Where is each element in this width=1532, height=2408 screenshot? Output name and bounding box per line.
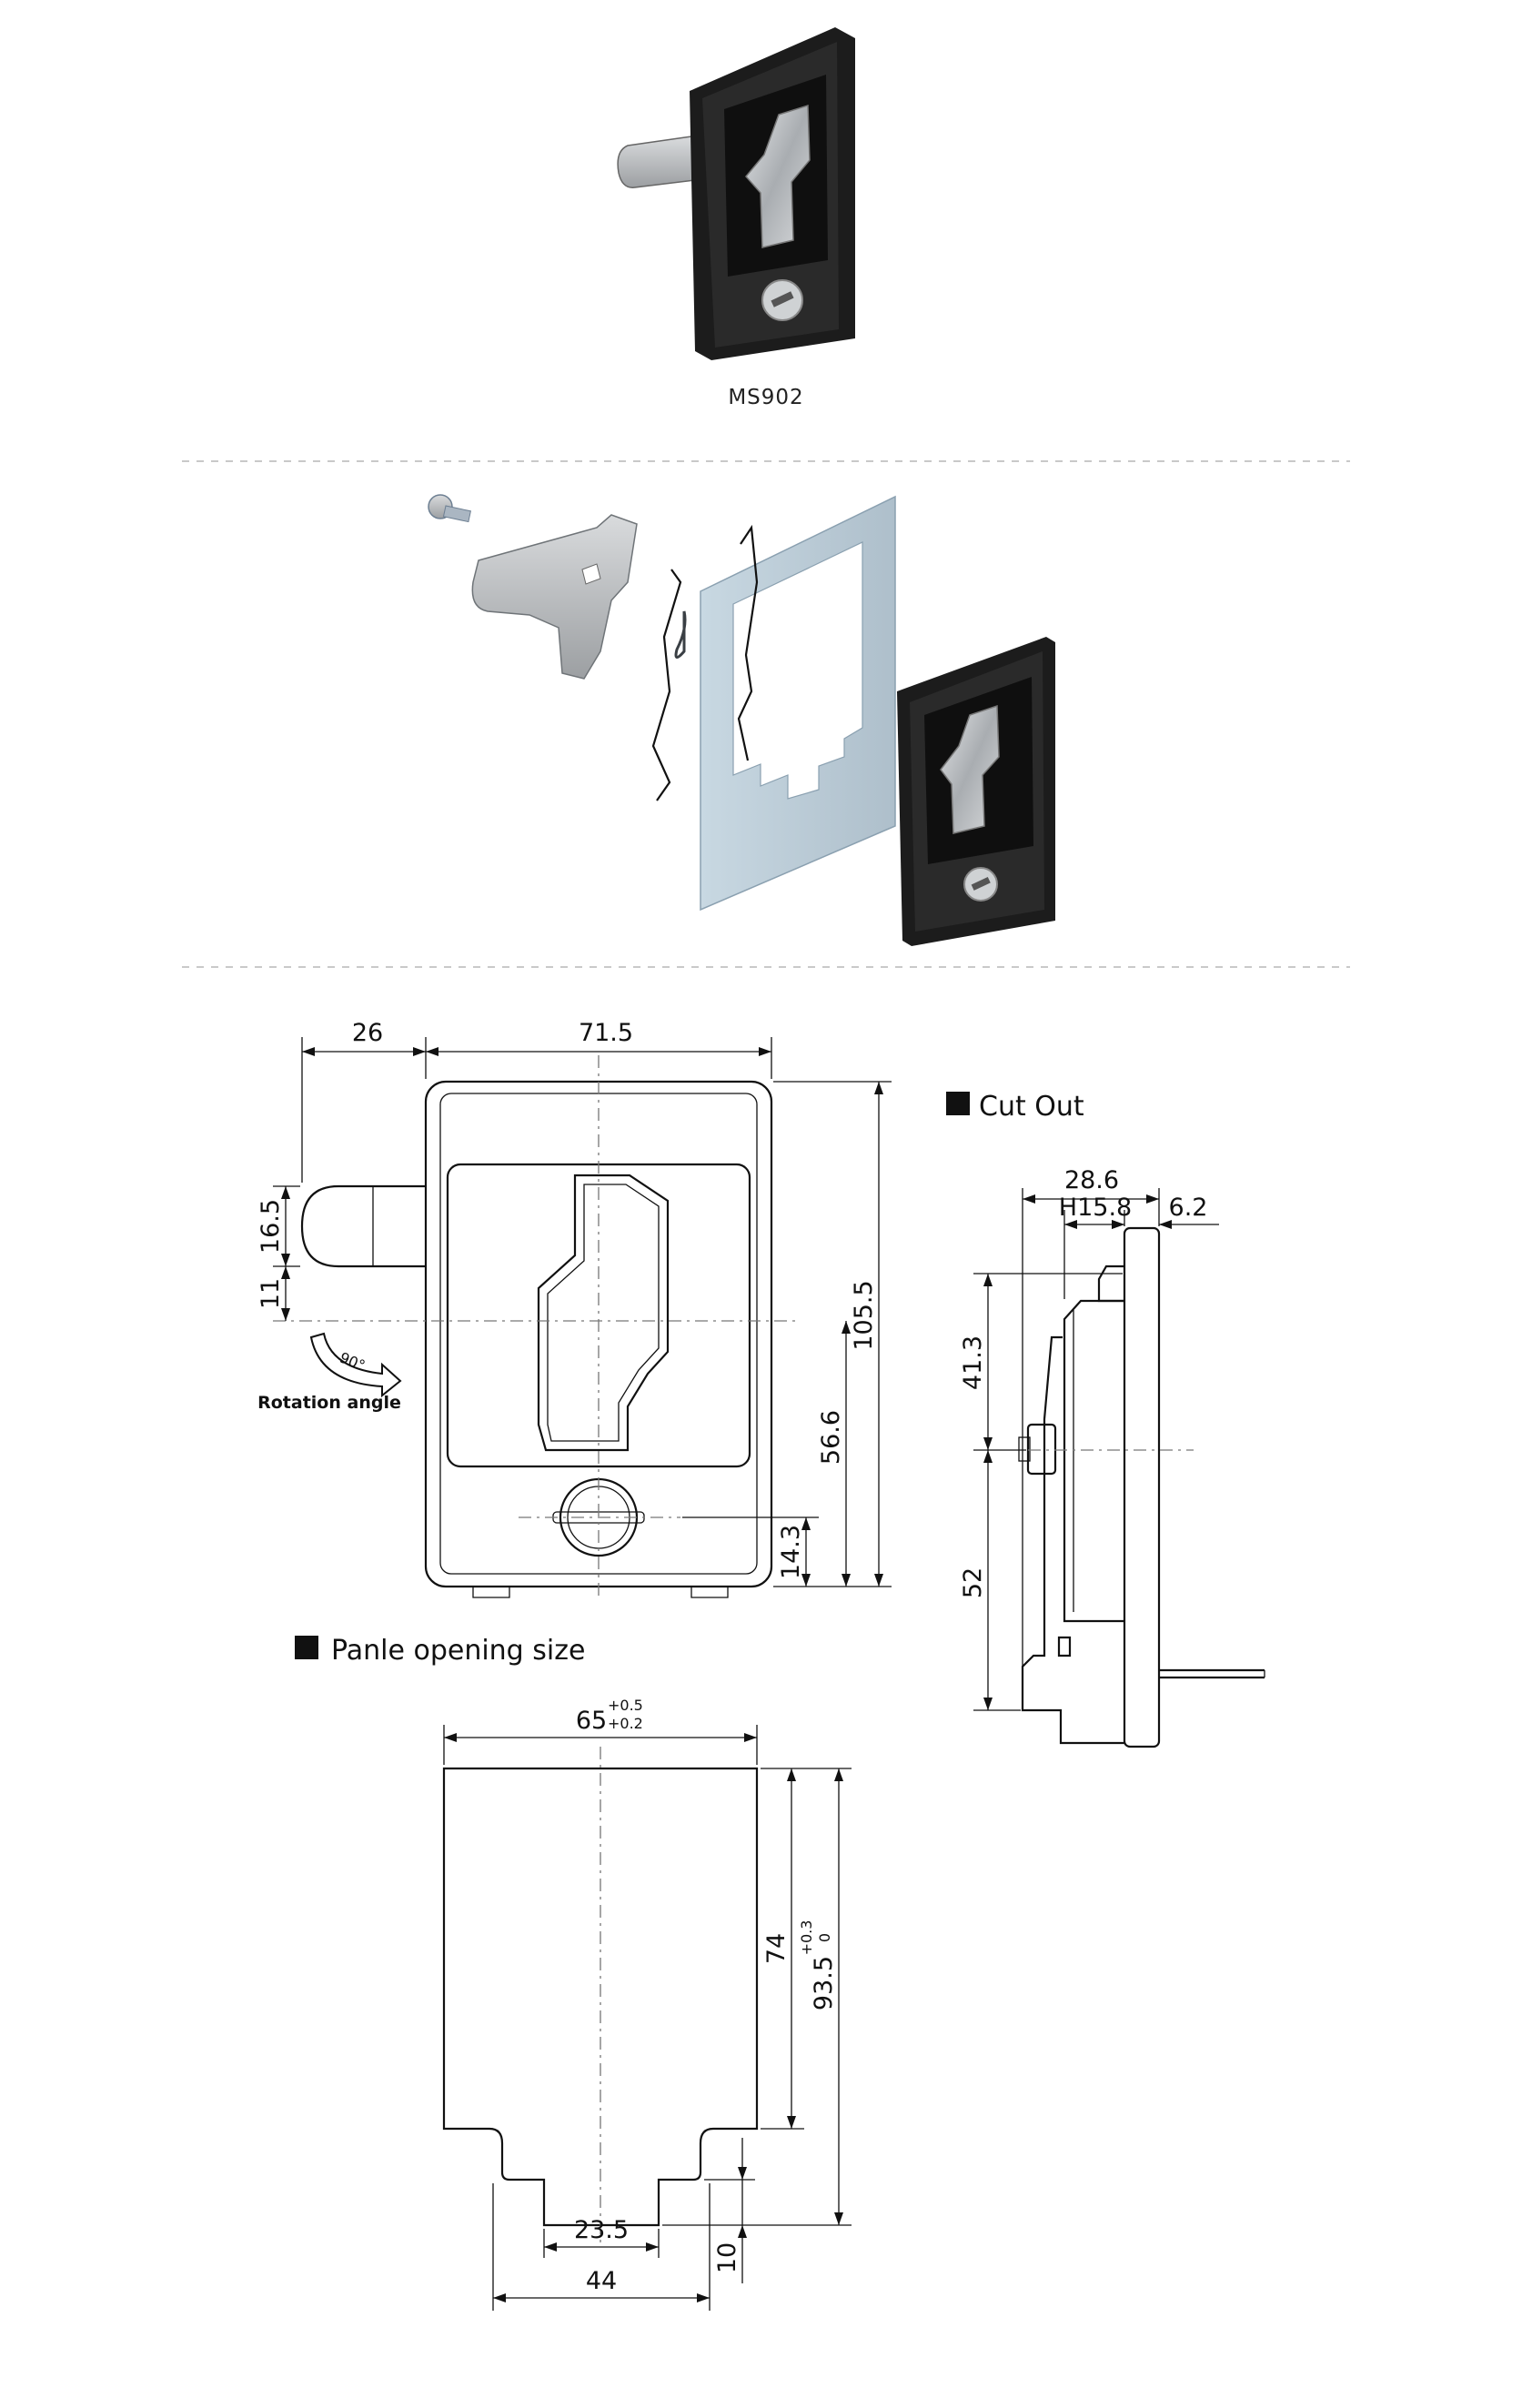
- screw-part: [428, 494, 471, 523]
- dim-overall-height: 105.5: [850, 1280, 878, 1350]
- panel-opening-bullet: [295, 1636, 318, 1659]
- dim-center-to-bottom: 56.6: [817, 1410, 845, 1465]
- dim-overall-depth: 28.6: [1064, 1166, 1119, 1194]
- panel-opening-heading: Panle opening size: [331, 1635, 585, 1667]
- panel-cutout: [732, 541, 863, 800]
- dim-height-tol-lower: 0: [816, 1933, 833, 1942]
- recess-outline: [446, 1163, 751, 1468]
- rotation-arrow-icon: 90°: [309, 1332, 402, 1398]
- product-photo: [617, 27, 855, 360]
- handle-lever-exploded: [940, 704, 1000, 834]
- dim-body-depth: H15.8: [1059, 1194, 1132, 1222]
- dim-opening-upper-height: 74: [762, 1933, 791, 1964]
- dim-overall-width: 71.5: [579, 1019, 633, 1047]
- model-label: MS902: [728, 386, 803, 409]
- spring-clip-right: [737, 524, 759, 761]
- exploded-view: [428, 494, 1055, 946]
- dim-width-tol-lower: +0.2: [608, 1715, 643, 1732]
- dim-bolt-height: 16.5: [257, 1199, 285, 1254]
- dim-bolt-offset: 11: [257, 1278, 285, 1309]
- handle-outline: [537, 1174, 670, 1452]
- cam-plate-part: [471, 514, 638, 680]
- front-view-drawing: 26 71.5 16.5 11 105.5 56.6 14.3 90° Rota…: [257, 1019, 892, 1601]
- body-side-outline: [1063, 1299, 1124, 1623]
- bolt-outline: [300, 1184, 426, 1268]
- cut-out-heading: Cut Out: [979, 1091, 1084, 1123]
- dim-opening-total-height: 93.5: [810, 1956, 838, 2010]
- panel-opening-section: Panle opening size 65 +0.5 +0.2 74 93.5 …: [295, 1635, 852, 2311]
- dim-notch-width: 23.5: [574, 2216, 629, 2244]
- spring-clip-left: [651, 569, 682, 801]
- handle-lever: [745, 104, 811, 248]
- dim-opening-width: 65: [576, 1707, 607, 1735]
- latch-tongue: [617, 136, 711, 188]
- dim-step-width: 44: [586, 2267, 617, 2295]
- dim-height-tol-upper: +0.3: [798, 1920, 815, 1956]
- dim-notch-depth: 10: [713, 2242, 741, 2273]
- dim-bolt-extension: 26: [352, 1019, 383, 1047]
- dim-width-tol-upper: +0.5: [608, 1697, 643, 1714]
- dim-key-to-bottom: 14.3: [777, 1525, 805, 1579]
- opening-outline: [442, 1767, 759, 2227]
- dim-flange: 6.2: [1169, 1194, 1208, 1222]
- rotation-caption: Rotation angle: [257, 1393, 401, 1413]
- key-profile: [1026, 1423, 1057, 1476]
- dim-upper-height: 41.3: [959, 1335, 987, 1390]
- flange-outline: [1123, 1226, 1161, 1748]
- dim-lower-height: 52: [959, 1567, 987, 1598]
- cut-out-section: Cut Out 28.6 H15.8 6.2 41.3 52: [946, 1091, 1265, 1748]
- cut-out-bullet: [946, 1092, 970, 1115]
